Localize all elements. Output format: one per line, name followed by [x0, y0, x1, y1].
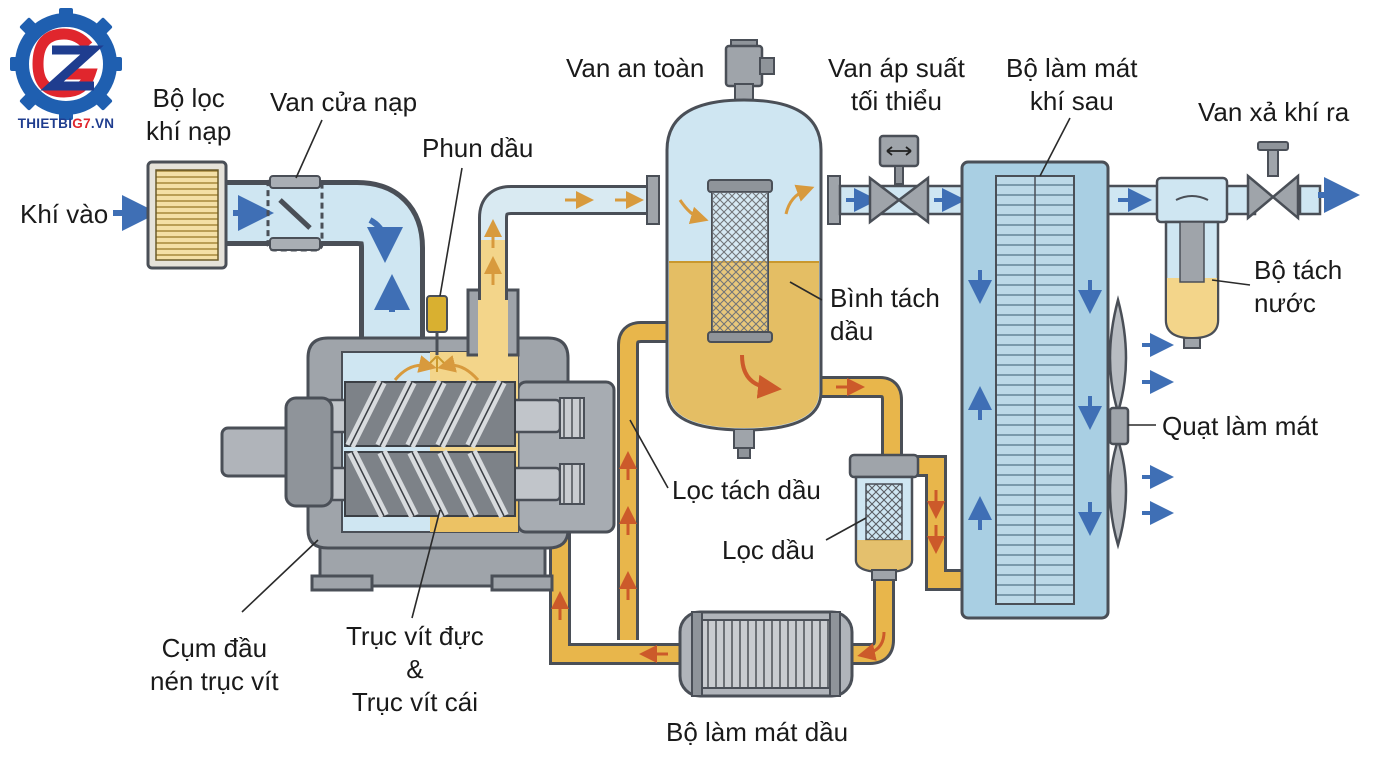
leader-oil-filter	[825, 517, 867, 541]
label-intake-filter: Bộ lọc khí nạp	[146, 82, 231, 148]
label-compressor-head-line-1: Cụm đầu	[161, 633, 268, 663]
aftercooler	[960, 160, 1110, 620]
compressor-head	[220, 288, 616, 592]
label-intake-valve: Van cửa nạp	[270, 87, 418, 117]
intake-valve	[266, 175, 324, 252]
oil-separator-tank	[665, 39, 841, 459]
min-pressure-valve	[868, 134, 930, 225]
logo-mark	[10, 8, 122, 120]
label-compressor-head: Cụm đầu nén trục vít	[150, 632, 279, 698]
label-aftercooler-line-1: Bộ làm mát	[1006, 53, 1138, 83]
label-rotors-line-2: &	[406, 654, 424, 684]
label-cooling-fan: Quạt làm mát	[1162, 411, 1319, 441]
label-compressor-head-line-2: nén trục vít	[150, 666, 279, 696]
leader-intake-valve	[295, 119, 323, 179]
intake-line	[113, 180, 425, 362]
leader-water-separator	[1211, 279, 1251, 286]
leader-compressor-head	[241, 539, 319, 613]
leader-aftercooler	[1039, 117, 1071, 177]
leader-oil-separator-tank	[789, 281, 823, 301]
label-oil-filter: Lọc dầu	[722, 535, 815, 565]
label-oil-separator-filter: Lọc tách dầu	[672, 475, 821, 505]
label-water-separator-line-1: Bộ tách	[1254, 255, 1343, 285]
water-separator	[1155, 176, 1229, 349]
label-safety-valve: Van an toàn	[566, 53, 705, 83]
intake-filter	[146, 160, 228, 270]
logo-text: THIETBIG7.VN	[17, 116, 115, 131]
label-water-separator-line-2: nước	[1254, 288, 1316, 318]
male-rotor	[344, 379, 516, 449]
label-min-pressure-valve-line-2: tối thiểu	[850, 86, 942, 116]
leader-rotors	[411, 509, 441, 619]
logo-letter-z	[40, 45, 104, 91]
cooling-fan	[1108, 295, 1174, 550]
label-rotors-line-3: Trục vít cái	[351, 687, 478, 717]
label-oil-separator-tank-line-1: Bình tách	[830, 283, 940, 313]
label-oil-separator-tank-line-2: dầu	[830, 316, 874, 346]
label-rotors: Trục vít đực & Trục vít cái	[346, 620, 484, 719]
oil-cooler	[678, 610, 854, 698]
label-min-pressure-valve: Van áp suất tối thiểu	[828, 52, 965, 118]
label-oil-separator-tank: Bình tách dầu	[830, 282, 940, 348]
label-min-pressure-valve-line-1: Van áp suất	[828, 53, 965, 83]
label-aftercooler: Bộ làm mát khí sau	[1006, 52, 1138, 118]
label-discharge-valve: Van xả khí ra	[1198, 97, 1350, 127]
gear-icon	[10, 8, 122, 120]
brand-logo[interactable]: THIETBIG7.VN	[4, 4, 124, 144]
label-aftercooler-line-2: khí sau	[1029, 86, 1114, 116]
label-oil-injection: Phun dầu	[422, 133, 534, 163]
leader-oil-separator-filter	[629, 419, 669, 489]
leader-oil-injection	[439, 167, 463, 297]
discharge-valve	[1246, 141, 1300, 221]
discharge-pipe	[478, 175, 660, 300]
female-rotor	[344, 449, 516, 519]
label-oil-cooler: Bộ làm mát dầu	[666, 717, 849, 747]
label-intake-filter-line-1: Bộ lọc	[152, 83, 225, 113]
label-water-separator: Bộ tách nước	[1254, 254, 1342, 320]
oil-circuit	[540, 321, 966, 665]
label-rotors-line-1: Trục vít đực	[346, 621, 484, 651]
label-air-intake: Khí vào	[20, 199, 109, 229]
leader-lines	[241, 117, 1251, 619]
label-intake-filter-line-2: khí nạp	[146, 116, 232, 146]
oil-filter	[848, 453, 920, 581]
